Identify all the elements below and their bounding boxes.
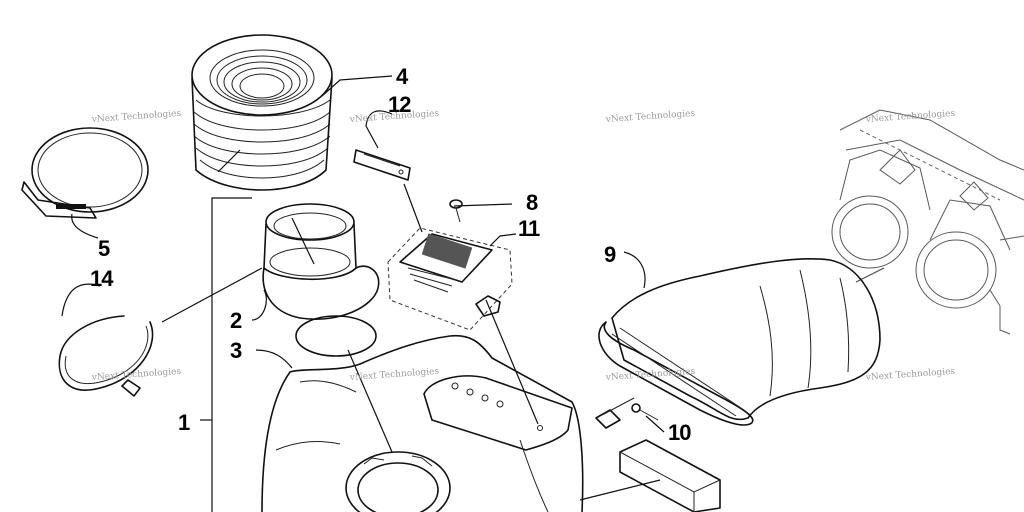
part-9-intake-duct [598,258,881,426]
callout-3: 3 [230,338,242,363]
watermark-text: vNext Technologies [91,367,182,383]
callout-14: 14 [90,266,114,291]
watermarks: vNext Technologies vNext Technologies vN… [91,109,956,383]
part-5-clamp [21,127,149,219]
callout-8: 8 [526,190,538,215]
watermark-text: vNext Technologies [91,109,182,125]
part-11-decal [387,227,513,331]
part-3-airbox [261,334,584,512]
foam-block [619,439,721,512]
part-8-screw [449,199,463,223]
part-2-adapter [262,203,380,357]
callout-4: 4 [396,64,409,89]
carburetor-assembly [831,109,1024,335]
callout-10: 10 [668,420,691,445]
watermark-text: vNext Technologies [605,109,696,125]
callout-5: 5 [98,236,110,261]
grommet [475,295,501,317]
part-10-clip [595,397,659,429]
callout-2: 2 [230,308,242,333]
callout-12: 12 [388,92,411,117]
callout-1: 1 [178,410,190,435]
part-12-plate [353,149,411,181]
watermark-text: vNext Technologies [349,109,440,125]
part-4-bellows-boot [191,34,333,191]
watermark-text: vNext Technologies [865,367,956,383]
watermark-text: vNext Technologies [349,367,440,383]
leader-lines [61,75,665,453]
callout-9: 9 [604,242,616,267]
part-14-clamp [58,315,154,397]
callout-11: 11 [518,216,540,241]
